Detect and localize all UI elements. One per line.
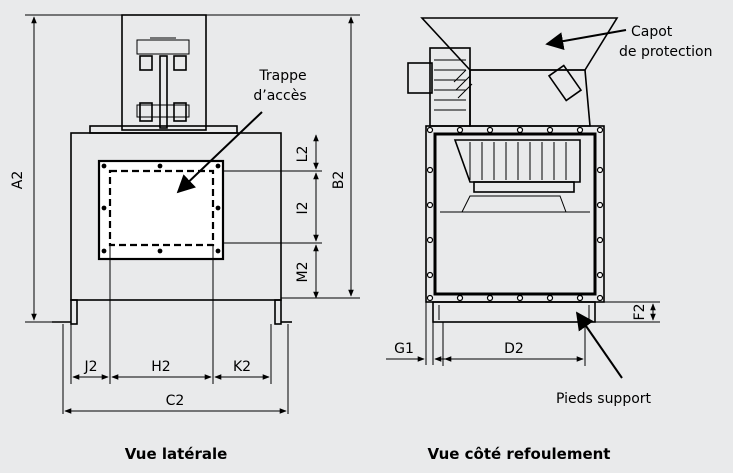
b2-label: B2 <box>331 171 347 190</box>
cover-hatching <box>453 69 473 99</box>
access-hatch <box>97 159 225 261</box>
flange-bolts <box>426 126 604 302</box>
protective-cover-top <box>420 17 619 71</box>
bearing-right-top <box>173 55 187 71</box>
leg-right <box>274 299 282 325</box>
discharge-flange <box>425 125 605 303</box>
side-view-caption: Vue latérale <box>125 445 228 463</box>
k2-label: K2 <box>233 359 251 375</box>
feet-pointer-arrow <box>575 311 623 379</box>
g1-label: G1 <box>394 341 414 357</box>
motor-housing <box>121 14 207 131</box>
i2-label: I2 <box>295 201 311 214</box>
drive-shaft <box>159 55 168 129</box>
support-feet <box>432 301 596 323</box>
d2-label: D2 <box>504 341 524 357</box>
hatch-label-line2: d’accès <box>253 88 306 104</box>
j2-label: J2 <box>83 359 97 375</box>
impeller-hub <box>473 181 575 193</box>
l2-label: L2 <box>295 146 311 163</box>
hatch-label-line1: Trappe <box>258 68 306 84</box>
cover-pointer-arrow <box>545 29 627 51</box>
bearing-left-bottom <box>139 102 153 122</box>
hatch-pointer-arrow <box>176 111 263 194</box>
hatch-bolts <box>101 163 221 254</box>
discharge-view-caption: Vue côté refoulement <box>428 445 611 463</box>
f2-label: F2 <box>632 304 648 321</box>
side-casing <box>70 132 282 301</box>
motor-terminal-box <box>407 62 433 94</box>
bearing-right-bottom <box>173 102 187 122</box>
impeller-blades <box>469 142 567 180</box>
side-view: Trappe d’accès A2 B2 L2 I2 M2 J2 H2 <box>10 14 360 463</box>
discharge-view: Capot de protection Pieds support F2 G1 … <box>386 17 712 463</box>
cover-label-line1: Capot <box>631 24 673 40</box>
cover-label-line2: de protection <box>619 44 712 60</box>
h2-label: H2 <box>151 359 170 375</box>
cover-vent <box>547 64 583 102</box>
m2-label: M2 <box>295 262 311 283</box>
c2-label: C2 <box>166 393 185 409</box>
impeller-housing <box>453 139 581 183</box>
bearing-left-top <box>139 55 153 71</box>
discharge-opening <box>433 132 597 296</box>
inlet-cone <box>440 195 590 213</box>
feet-label: Pieds support <box>556 391 652 407</box>
leg-left <box>70 299 78 325</box>
pulley-top <box>136 39 190 55</box>
pulley-bottom <box>136 104 190 118</box>
a2-label: A2 <box>10 171 26 189</box>
